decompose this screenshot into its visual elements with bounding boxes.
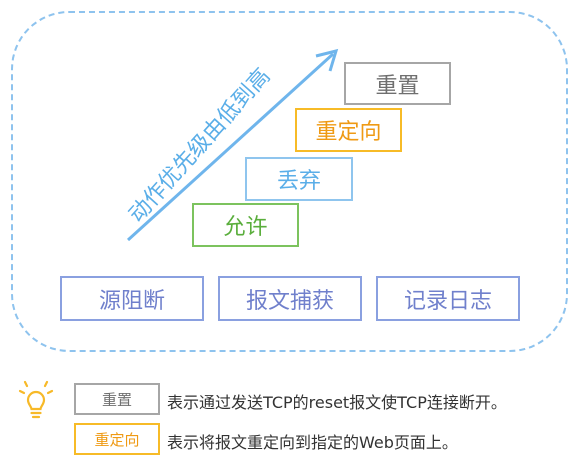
action-allow: 允许 bbox=[192, 203, 299, 247]
lightbulb-icon bbox=[18, 380, 54, 419]
feature-log-record: 记录日志 bbox=[376, 276, 520, 321]
action-reset: 重置 bbox=[344, 62, 451, 105]
legend-tag-redirect: 重定向 bbox=[74, 423, 160, 455]
legend-text-redirect: 表示将报文重定向到指定的Web页面上。 bbox=[167, 433, 458, 452]
diagram-frame bbox=[11, 11, 568, 352]
legend-text-reset: 表示通过发送TCP的reset报文使TCP连接断开。 bbox=[167, 393, 507, 412]
action-discard: 丢弃 bbox=[245, 157, 353, 201]
feature-packet-capture: 报文捕获 bbox=[218, 276, 362, 321]
legend-tag-reset: 重置 bbox=[74, 383, 160, 415]
action-redirect: 重定向 bbox=[295, 108, 402, 152]
feature-source-block: 源阻断 bbox=[60, 276, 204, 321]
